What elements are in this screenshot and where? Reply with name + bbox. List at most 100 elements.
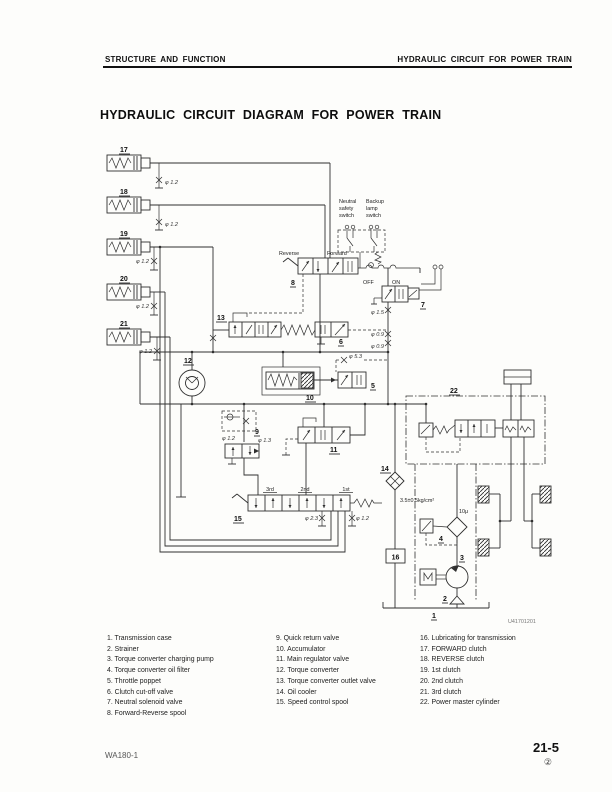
legend-item-7: 7. Neutral solenoid valve	[107, 699, 183, 707]
label-14: 14	[381, 466, 389, 473]
lubrication-box-16: 16	[385, 548, 406, 564]
label-15: 15	[234, 516, 242, 523]
orifice-label: φ 1.2	[136, 259, 150, 265]
forward-reverse-spool-8: Reverse Forward 8	[248, 251, 421, 314]
label-11: 11	[330, 447, 338, 454]
main-regulator-valve-11: 11	[282, 417, 351, 456]
label-lamp: lamp	[366, 206, 378, 212]
label-off: OFF	[363, 280, 374, 286]
legend-item-3: 3. Torque converter charging pump	[107, 656, 214, 664]
quick-return-valve-9: 9 φ 1.2 φ 1.3	[221, 410, 272, 465]
label-12: 12	[184, 358, 192, 365]
reverse-clutch-18: 18 φ 1.2	[106, 189, 179, 231]
legend-item-20: 20. 2nd clutch	[420, 677, 463, 685]
page-number: 21-5	[532, 740, 559, 755]
label-9: 9	[255, 429, 259, 436]
legend-item-14: 14. Oil cooler	[276, 688, 317, 696]
header-right: HYDRAULIC CIRCUIT FOR POWER TRAIN	[397, 55, 572, 64]
label-10: 10	[306, 395, 314, 402]
label-switch: switch	[366, 213, 381, 219]
legend-column-1: 1. Transmission case 2. Strainer 3. Torq…	[107, 634, 214, 720]
orifice-label: φ 2.3	[305, 516, 319, 522]
orifice-label: φ 1.2	[165, 180, 179, 186]
label-19: 19	[120, 231, 128, 238]
legend-item-22: 22. Power master cylinder	[420, 699, 500, 707]
label-16: 16	[392, 555, 400, 562]
legend-item-5: 5. Throttle poppet	[107, 677, 161, 685]
label-1: 1	[432, 613, 436, 620]
legend-item-8: 8. Forward-Reverse spool	[107, 709, 187, 717]
orifice-label: φ 1.2	[356, 516, 370, 522]
page-title: HYDRAULIC CIRCUIT DIAGRAM FOR POWER TRAI…	[100, 108, 442, 122]
label-2: 2	[443, 596, 447, 603]
oil-cooler-14: 14 3.5±0.5kg/cm²	[380, 466, 434, 504]
header-left: STRUCTURE AND FUNCTION	[105, 55, 226, 64]
page-number-section-badge: ②	[543, 757, 552, 767]
forward-clutch-17: 17 φ 1.2	[106, 147, 179, 189]
label-micron: 10μ	[459, 509, 468, 515]
label-5: 5	[371, 383, 375, 390]
first-clutch-19: 19 φ 1.2	[106, 231, 158, 271]
legend-item-13: 13. Torque converter outlet valve	[276, 677, 376, 685]
drawing-number: U41701201	[508, 619, 536, 625]
strainer-2: 2	[442, 588, 465, 608]
power-master-cylinder-22: 22	[405, 369, 546, 465]
clutch-cutoff-valve-6: 6	[314, 321, 388, 347]
orifice-label: φ 1.2	[165, 222, 179, 228]
legend-item-16: 16. Lubricating for transmission	[420, 635, 516, 642]
orifice-label: φ 5.3	[349, 354, 363, 360]
tc-outlet-valve-13: 13	[209, 312, 316, 342]
orifice-label: φ 1.5	[371, 310, 385, 316]
legend-column-3: 16. Lubricating for transmission 17. FOR…	[420, 634, 516, 709]
legend-item-2: 2. Strainer	[107, 645, 139, 653]
orifice-label: φ 1.2	[222, 436, 236, 442]
legend-item-18: 18. REVERSE clutch	[420, 656, 485, 664]
throttle-poppet-5: 5 φ 5.3	[335, 354, 388, 391]
transmission-case-1: 1	[382, 464, 490, 621]
legend-item-11: 11. Main regulator valve	[276, 656, 350, 664]
label-3rd: 3rd	[266, 487, 274, 493]
legend-item-19: 19. 1st clutch	[420, 667, 461, 675]
label-on: ON	[392, 280, 400, 286]
legend-item-10: 10. Accumulator	[276, 645, 326, 653]
third-clutch-21: 21 φ 1.2	[106, 321, 161, 361]
label-3: 3	[460, 555, 464, 562]
neutral-solenoid-valve-7: OFF ON 7 φ 1.5 φ 0.9 φ 0.9	[363, 264, 444, 350]
orifice-label: φ 1.2	[139, 349, 153, 355]
label-reverse: Reverse	[279, 251, 299, 257]
legend-item-17: 17. FORWARD clutch	[420, 645, 487, 653]
label-backup: Backup	[366, 199, 384, 205]
label-21: 21	[120, 321, 128, 328]
legend-column-2: 9. Quick return valve 10. Accumulator 11…	[276, 634, 376, 709]
label-7: 7	[421, 302, 425, 309]
label-1st: 1st	[342, 487, 350, 493]
label-22: 22	[450, 388, 458, 395]
legend-item-6: 6. Clutch cut-off valve	[107, 688, 174, 696]
orifice-label: φ 1.3	[258, 438, 272, 444]
label-2nd: 2nd	[301, 487, 310, 493]
charging-pump-3: 3	[419, 537, 469, 589]
orifice-label: φ 1.2	[136, 304, 150, 310]
legend-item-21: 21. 3rd clutch	[420, 688, 462, 696]
legend-item-1: 1. Transmission case	[107, 635, 172, 642]
label-forward: Forward	[327, 251, 347, 257]
legend-item-9: 9. Quick return valve	[276, 635, 340, 642]
header-rule	[103, 66, 572, 68]
label-switch: switch	[339, 213, 354, 219]
orifice-label: φ 0.9	[371, 344, 384, 350]
label-4: 4	[439, 536, 443, 543]
label-pressure-spec: 3.5±0.5kg/cm²	[400, 498, 434, 504]
second-clutch-20: 20 φ 1.2	[106, 276, 158, 316]
label-neutral: Neutral	[339, 199, 356, 205]
brake-cylinders	[477, 437, 552, 557]
footer-model-number: WA180-1	[105, 751, 139, 760]
label-20: 20	[120, 276, 128, 283]
legend-item-15: 15. Speed control spool	[276, 699, 349, 707]
speed-control-spool-15: 3rd 2nd 1st 15 φ 2.3 φ	[231, 487, 382, 527]
oil-filter-4: 10μ 4	[419, 464, 468, 546]
routing-lines	[139, 162, 428, 608]
label-17: 17	[120, 147, 128, 154]
accumulator-10: 10	[261, 366, 338, 403]
